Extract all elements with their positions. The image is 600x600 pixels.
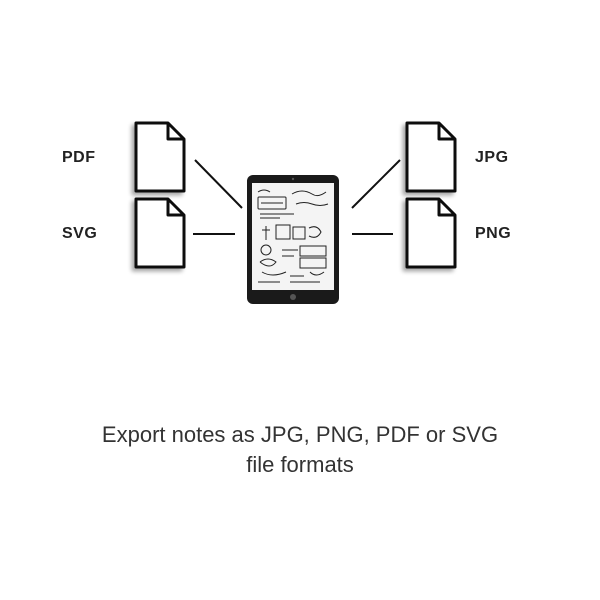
file-icon (134, 197, 186, 269)
format-label-pdf: PDF (62, 149, 96, 166)
file-icon (405, 197, 457, 269)
tablet-icon (247, 175, 339, 304)
sketch-note (257, 189, 329, 283)
file-icon (134, 121, 186, 193)
caption: Export notes as JPG, PNG, PDF or SVG fil… (0, 420, 600, 480)
file-icon (405, 121, 457, 193)
caption-line-1: Export notes as JPG, PNG, PDF or SVG (101, 422, 499, 447)
format-label-svg: SVG (62, 225, 98, 242)
caption-line-2: file formats (246, 452, 354, 477)
connector-pdf (194, 159, 243, 209)
format-label-png: PNG (475, 225, 512, 242)
connector-jpg (351, 159, 401, 209)
format-label-jpg: JPG (475, 149, 509, 166)
